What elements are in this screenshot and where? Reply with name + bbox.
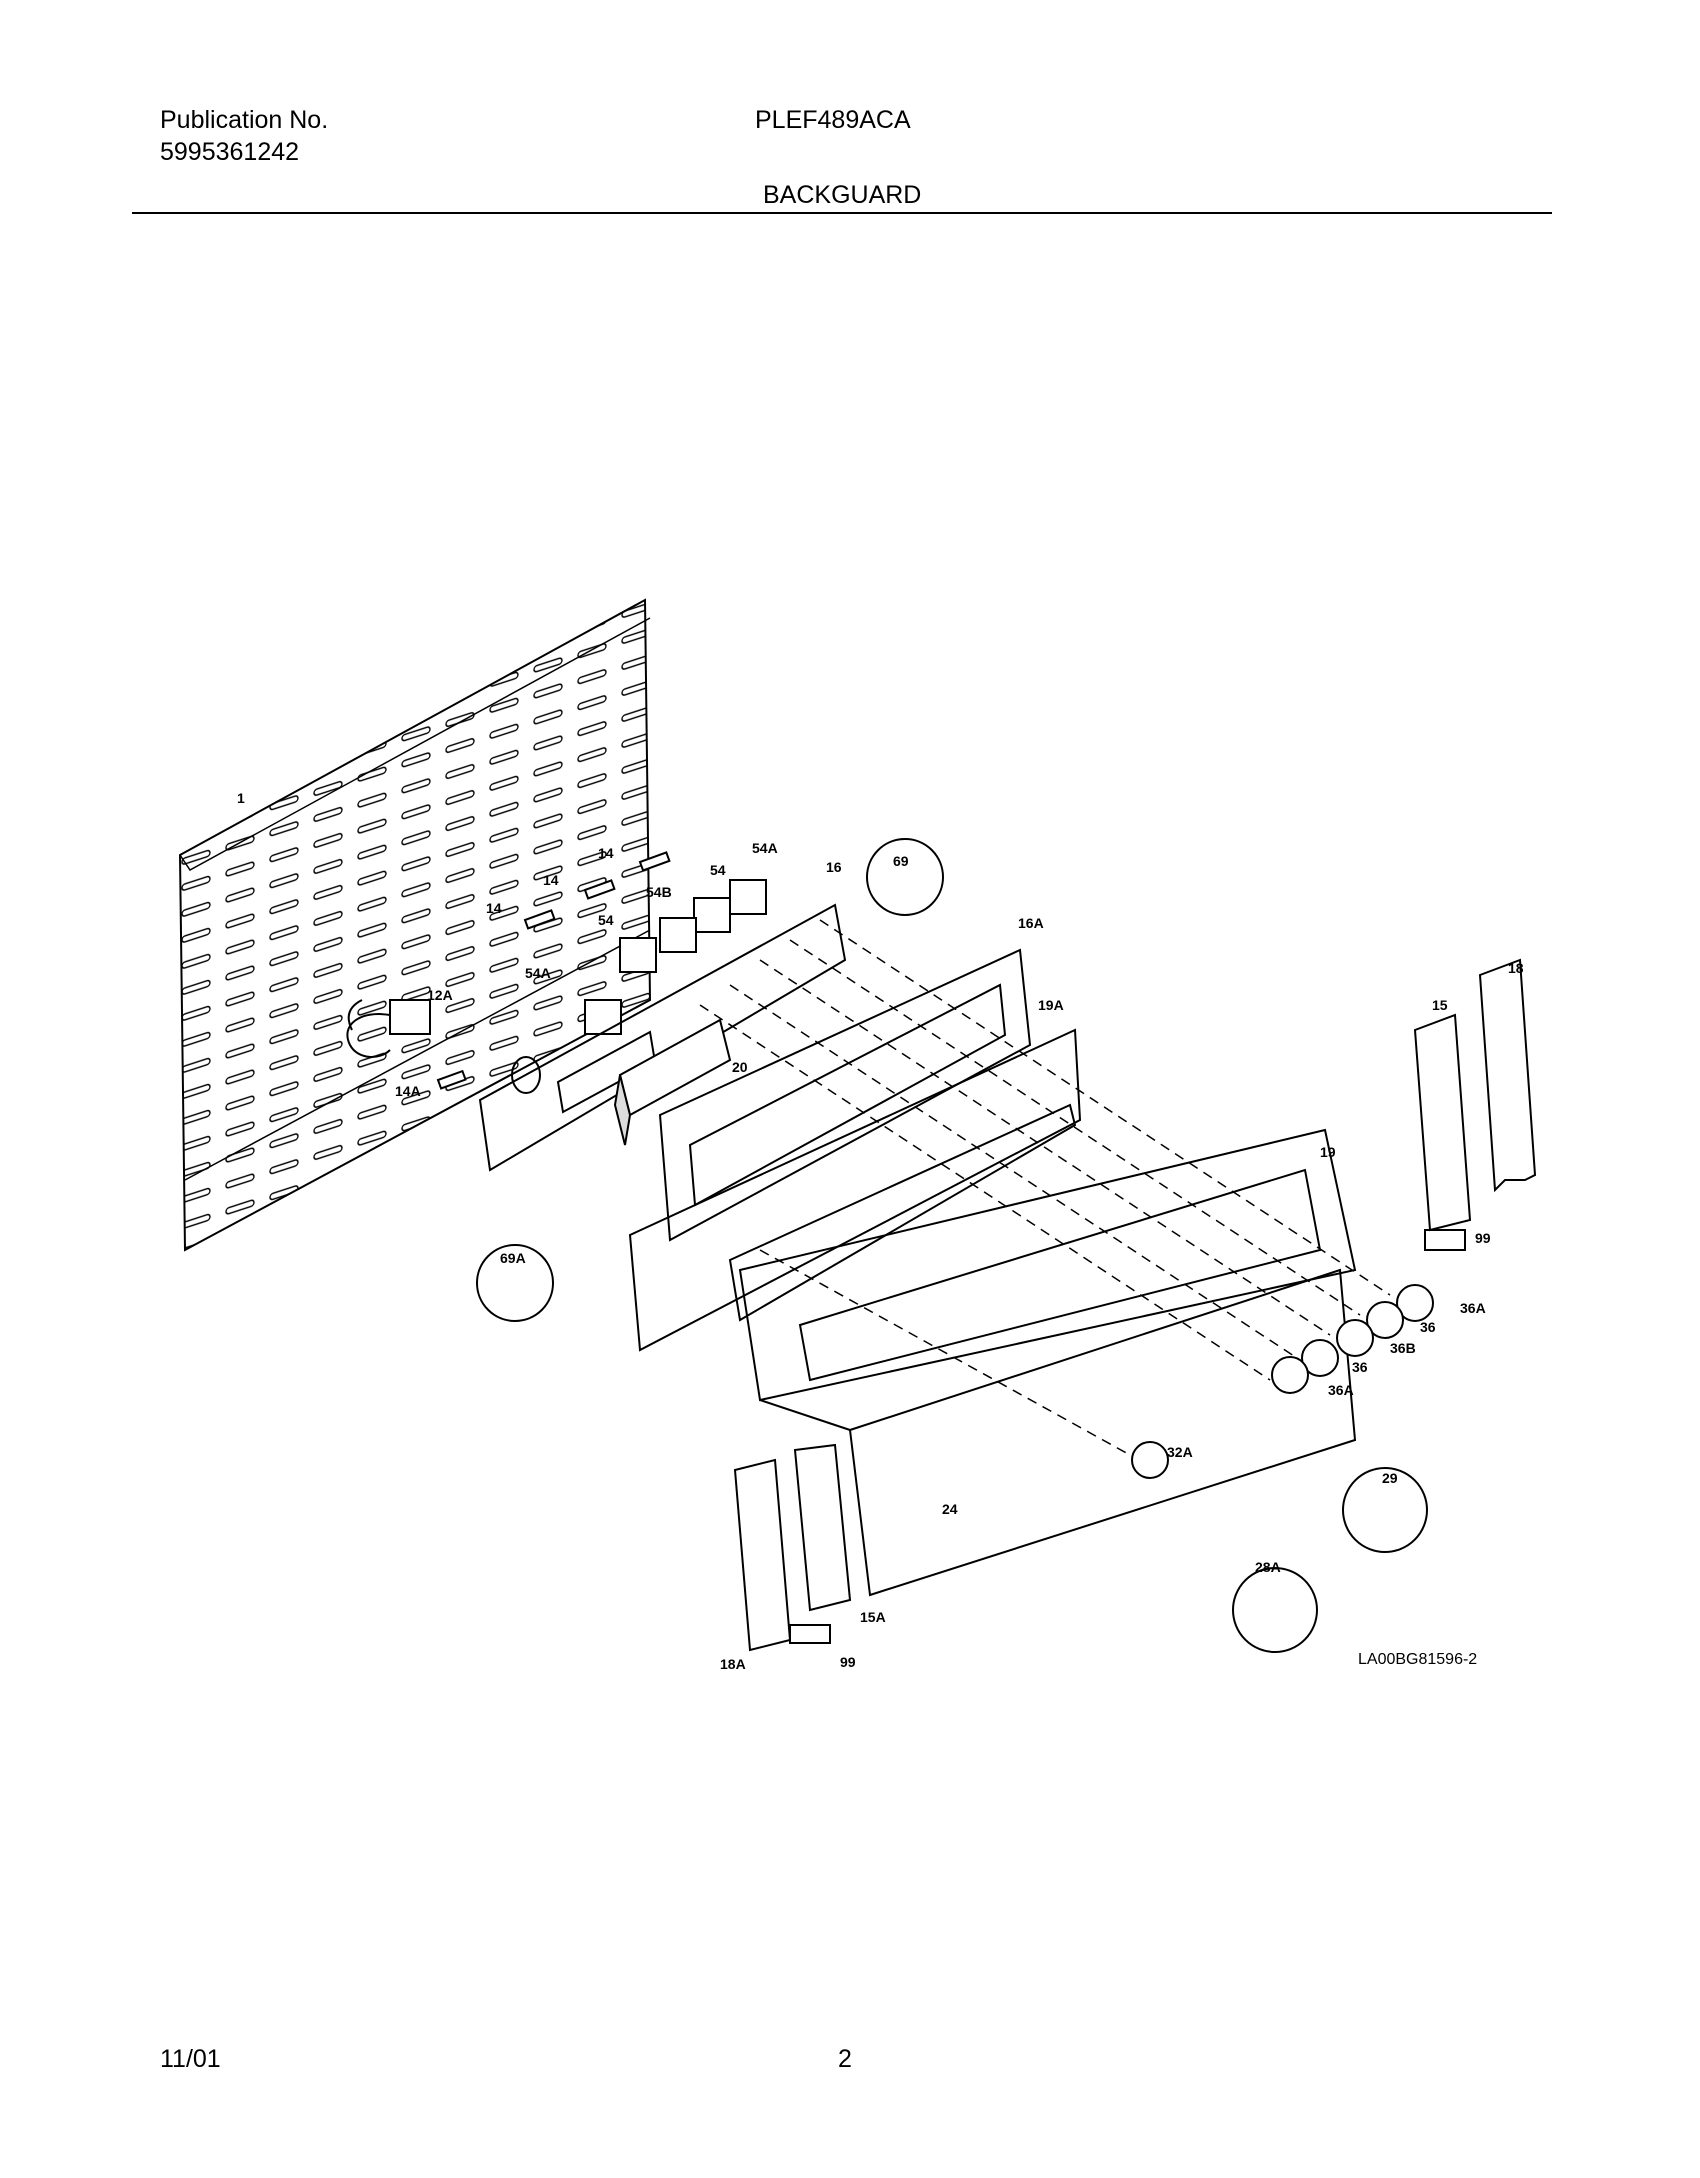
callout-36B: 36B [1390,1340,1416,1356]
left-end-cap [733,1443,852,1652]
backguard-housing [738,1128,1357,1597]
callout-15: 15 [1432,997,1448,1013]
callout-24: 24 [942,1501,958,1517]
publication-number: 5995361242 [160,138,300,166]
callout-29: 29 [1382,1470,1398,1486]
callout-36-a: 36 [1420,1319,1436,1335]
callout-16: 16 [826,859,842,875]
callout-14-a: 14 [598,845,614,861]
callout-14-b: 14 [543,872,559,888]
callout-16A: 16A [1018,915,1044,931]
callout-54B: 54B [646,884,672,900]
callout-54A-bottom: 54A [525,965,551,981]
callout-69A: 69A [500,1250,526,1266]
callout-36-b: 36 [1352,1359,1368,1375]
callout-19: 19 [1320,1144,1336,1160]
callout-labels: 1 12A 14 14 14 14A 15 15A 16 16A 18 18A … [237,790,1524,1672]
callout-99-left: 99 [840,1654,856,1670]
control-trim-frame [658,948,1032,1242]
assembly-leader-lines [699,919,1391,1456]
callout-28A: 28A [1255,1559,1281,1575]
oven-thermostat [346,999,431,1058]
callout-18A: 18A [720,1656,746,1672]
electronic-clock-control [613,1018,732,1146]
control-overlay [628,1028,1082,1352]
callout-32A: 32A [1167,1444,1193,1460]
callout-14A: 14A [395,1083,421,1099]
callout-69: 69 [893,853,909,869]
right-end-cap [1413,958,1537,1251]
model-number: PLEF489ACA [755,106,911,134]
callout-18: 18 [1508,960,1524,976]
footer-date: 11/01 [160,2045,221,2073]
callout-36A-top: 36A [1460,1300,1486,1316]
callout-15A: 15A [860,1609,886,1625]
callout-14-c: 14 [486,900,502,916]
callout-19A: 19A [1038,997,1064,1013]
drawing-code: LA00BG81596-2 [1358,1651,1477,1668]
callout-54-a: 54 [710,862,726,878]
callout-36A-bottom: 36A [1328,1382,1354,1398]
callout-99-right: 99 [1475,1230,1491,1246]
section-title: BACKGUARD [763,181,922,209]
callout-1: 1 [237,790,245,806]
control-knobs [1131,1284,1434,1479]
terminal-connectors [436,851,671,1090]
detail-callouts [476,838,1428,1653]
callout-54-b: 54 [598,912,614,928]
page-number: 2 [838,2045,852,2073]
back-panel [178,598,652,1252]
infinite-switches [584,879,767,1035]
callout-54A-top: 54A [752,840,778,856]
publication-label: Publication No. [160,106,329,134]
callout-12A: 12A [427,987,453,1003]
header-rule [132,212,1552,214]
callout-20: 20 [732,1059,748,1075]
